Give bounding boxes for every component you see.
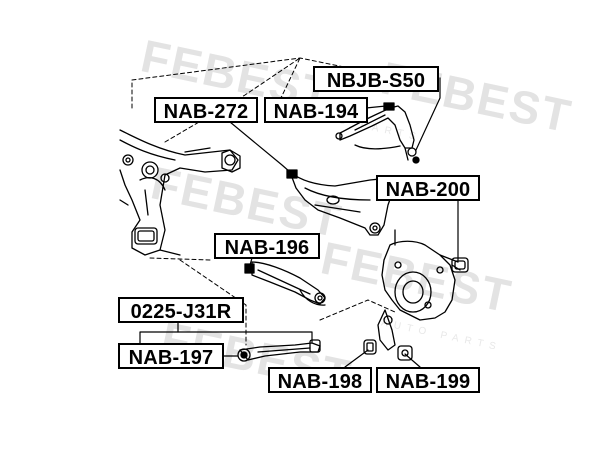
link-nab-196: [244, 261, 326, 306]
label-nab-272: NAB-272: [154, 97, 258, 123]
bushing-nab-199: [397, 345, 413, 361]
upper-arm: [335, 102, 420, 164]
knuckle: [377, 229, 459, 351]
link-nab-197: [237, 339, 321, 362]
label-nbjb-s50: NBJB-S50: [313, 66, 439, 92]
subframe: [119, 129, 241, 256]
label-nab-196: NAB-196: [214, 233, 320, 259]
label-nab-198: NAB-198: [268, 367, 372, 393]
bushing-nab-200: [451, 257, 469, 273]
label-nab-194: NAB-194: [264, 97, 368, 123]
label-0225-j31r: 0225-J31R: [118, 297, 244, 323]
bushing-nab-198: [363, 339, 377, 355]
label-nab-200: NAB-200: [376, 175, 480, 201]
label-nab-199: NAB-199: [376, 367, 480, 393]
label-nab-197: NAB-197: [118, 343, 224, 369]
leader-lines: [139, 77, 459, 368]
